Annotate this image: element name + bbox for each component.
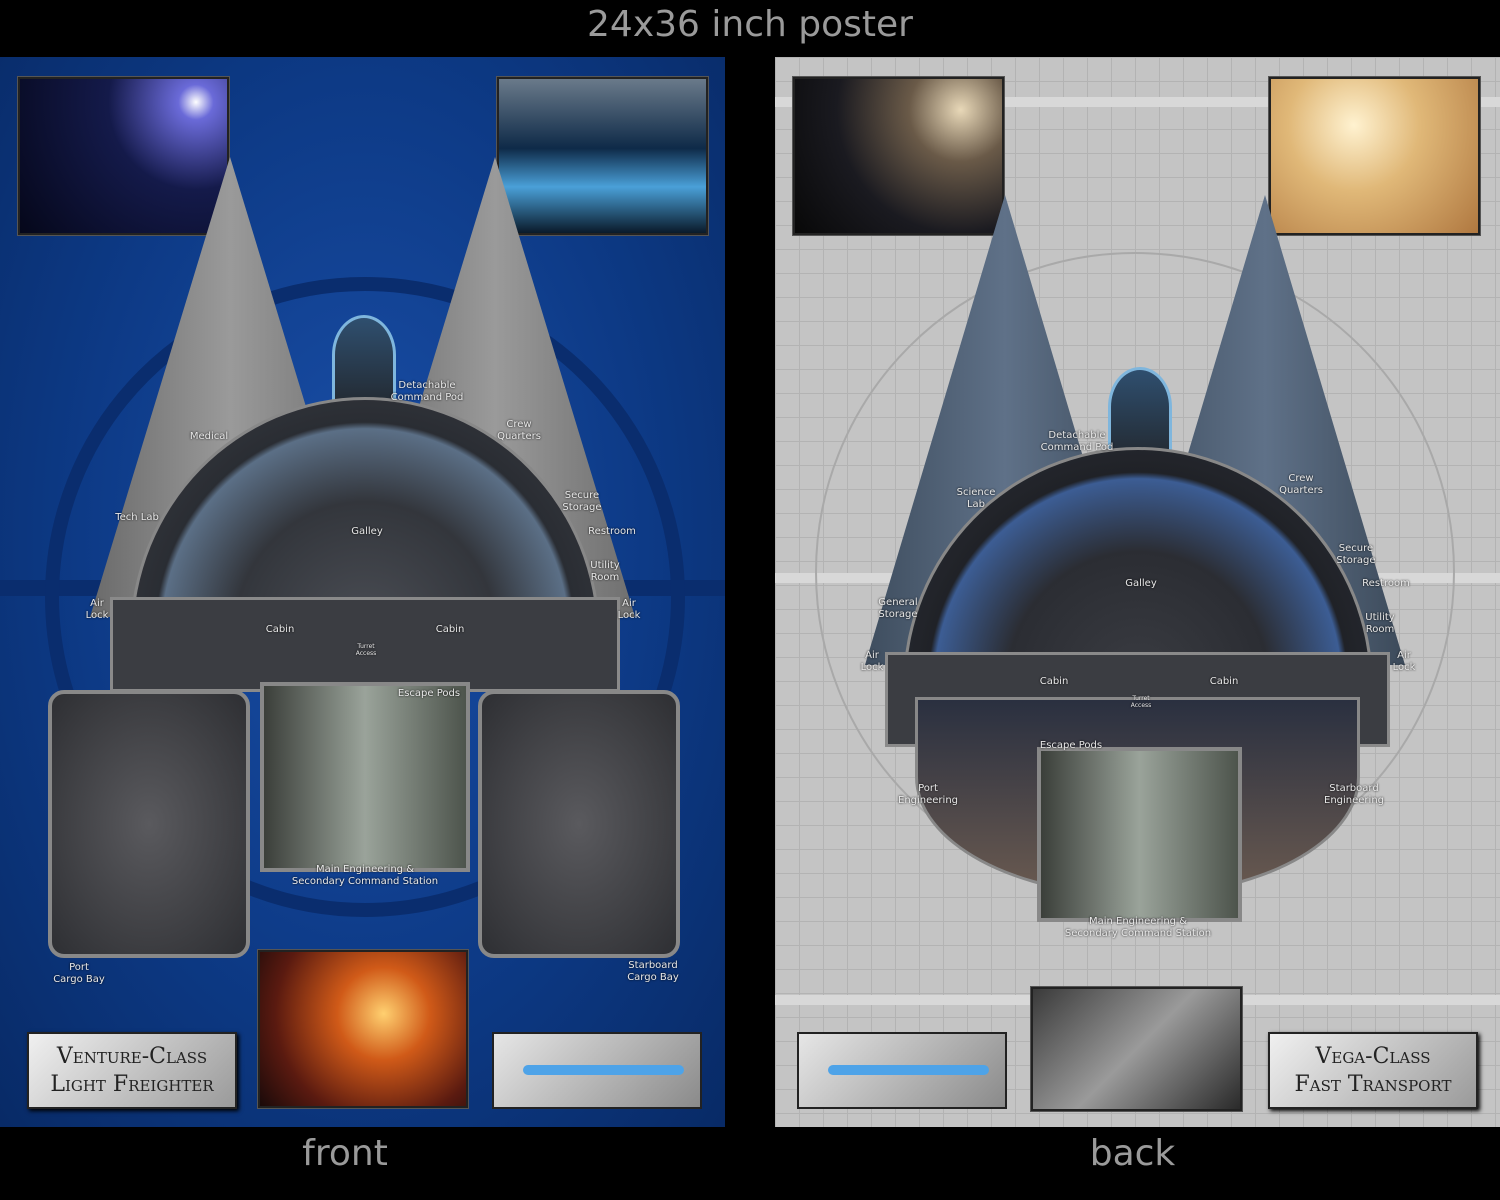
side-profile-ship: [827, 1064, 989, 1075]
ship-class-title: Vega-Class: [1315, 1043, 1431, 1069]
ship-render-photo: [18, 77, 229, 235]
planet-orbit-photo: [497, 77, 708, 235]
label-air-lock-port: Air Lock: [860, 650, 884, 673]
side-profile-thumbnail: [492, 1032, 702, 1109]
label-science-lab: Science Lab: [956, 487, 996, 510]
back-caption: back: [1089, 1133, 1176, 1174]
label-main-engineering: Main Engineering & Secondary Command Sta…: [291, 864, 439, 887]
label-command-pod: Detachable Command Pod: [390, 380, 464, 403]
label-restroom: Restroom: [1362, 578, 1410, 589]
label-port-cargo-bay: Port Cargo Bay: [53, 962, 105, 985]
label-galley: Galley: [351, 526, 383, 537]
label-command-pod: Detachable Command Pod: [1040, 430, 1114, 453]
label-utility-room: Utility Room: [590, 560, 620, 583]
main-engineering: [1037, 747, 1242, 922]
side-profile-ship: [522, 1064, 684, 1075]
poster-size-caption: 24x36 inch poster: [587, 4, 913, 45]
front-caption: front: [302, 1133, 388, 1174]
label-main-engineering: Main Engineering & Secondary Command Sta…: [1064, 916, 1212, 939]
clouds-flight-photo: [1269, 77, 1480, 235]
label-medical: Medical: [189, 431, 229, 442]
starboard-cargo-bay: [478, 690, 680, 958]
port-cargo-bay: [48, 690, 250, 958]
label-escape-pods: Escape Pods: [1039, 740, 1103, 751]
label-tech-lab: Tech Lab: [115, 512, 159, 523]
label-air-lock-starboard: Air Lock: [617, 598, 641, 621]
background-band: [775, 97, 1500, 107]
label-crew-quarters: Crew Quarters: [1279, 473, 1323, 496]
label-starboard-cargo-bay: Starboard Cargo Bay: [627, 960, 679, 983]
ship-render-photo: [793, 77, 1004, 235]
label-air-lock-starboard: Air Lock: [1392, 650, 1416, 673]
mid-deck: [110, 597, 620, 692]
label-cabin-port: Cabin: [265, 624, 295, 635]
label-restroom: Restroom: [588, 526, 636, 537]
label-air-lock-port: Air Lock: [85, 598, 109, 621]
front-poster: Venture-Class Light Freighter Detachable…: [0, 57, 725, 1127]
main-engineering: [260, 682, 470, 872]
explosion-photo: [258, 950, 468, 1108]
label-cabin-starboard: Cabin: [1209, 676, 1239, 687]
ship-class-plaque: Venture-Class Light Freighter: [27, 1032, 237, 1109]
label-cabin-starboard: Cabin: [435, 624, 465, 635]
hangar-photo: [1031, 987, 1242, 1111]
ship-class-plaque: Vega-Class Fast Transport: [1268, 1032, 1478, 1109]
ship-class-subtitle: Fast Transport: [1294, 1071, 1452, 1097]
label-turret-access: Turret Access: [355, 643, 377, 657]
label-port-engineering: Port Engineering: [898, 783, 958, 806]
label-galley: Galley: [1125, 578, 1157, 589]
label-secure-storage: Secure Storage: [1336, 543, 1376, 566]
label-escape-pods: Escape Pods: [397, 688, 461, 699]
label-cabin-port: Cabin: [1039, 676, 1069, 687]
label-turret-access: Turret Access: [1130, 695, 1152, 709]
label-starboard-engineering: Starboard Engineering: [1324, 783, 1384, 806]
ship-class-title: Venture-Class: [56, 1043, 208, 1069]
label-crew-quarters: Crew Quarters: [497, 419, 541, 442]
label-utility-room: Utility Room: [1365, 612, 1395, 635]
side-profile-thumbnail: [797, 1032, 1007, 1109]
label-general-storage: General Storage: [878, 597, 918, 620]
label-secure-storage: Secure Storage: [562, 490, 602, 513]
back-poster: Vega-Class Fast Transport Detachable Com…: [775, 57, 1500, 1127]
ship-class-subtitle: Light Freighter: [50, 1071, 214, 1097]
